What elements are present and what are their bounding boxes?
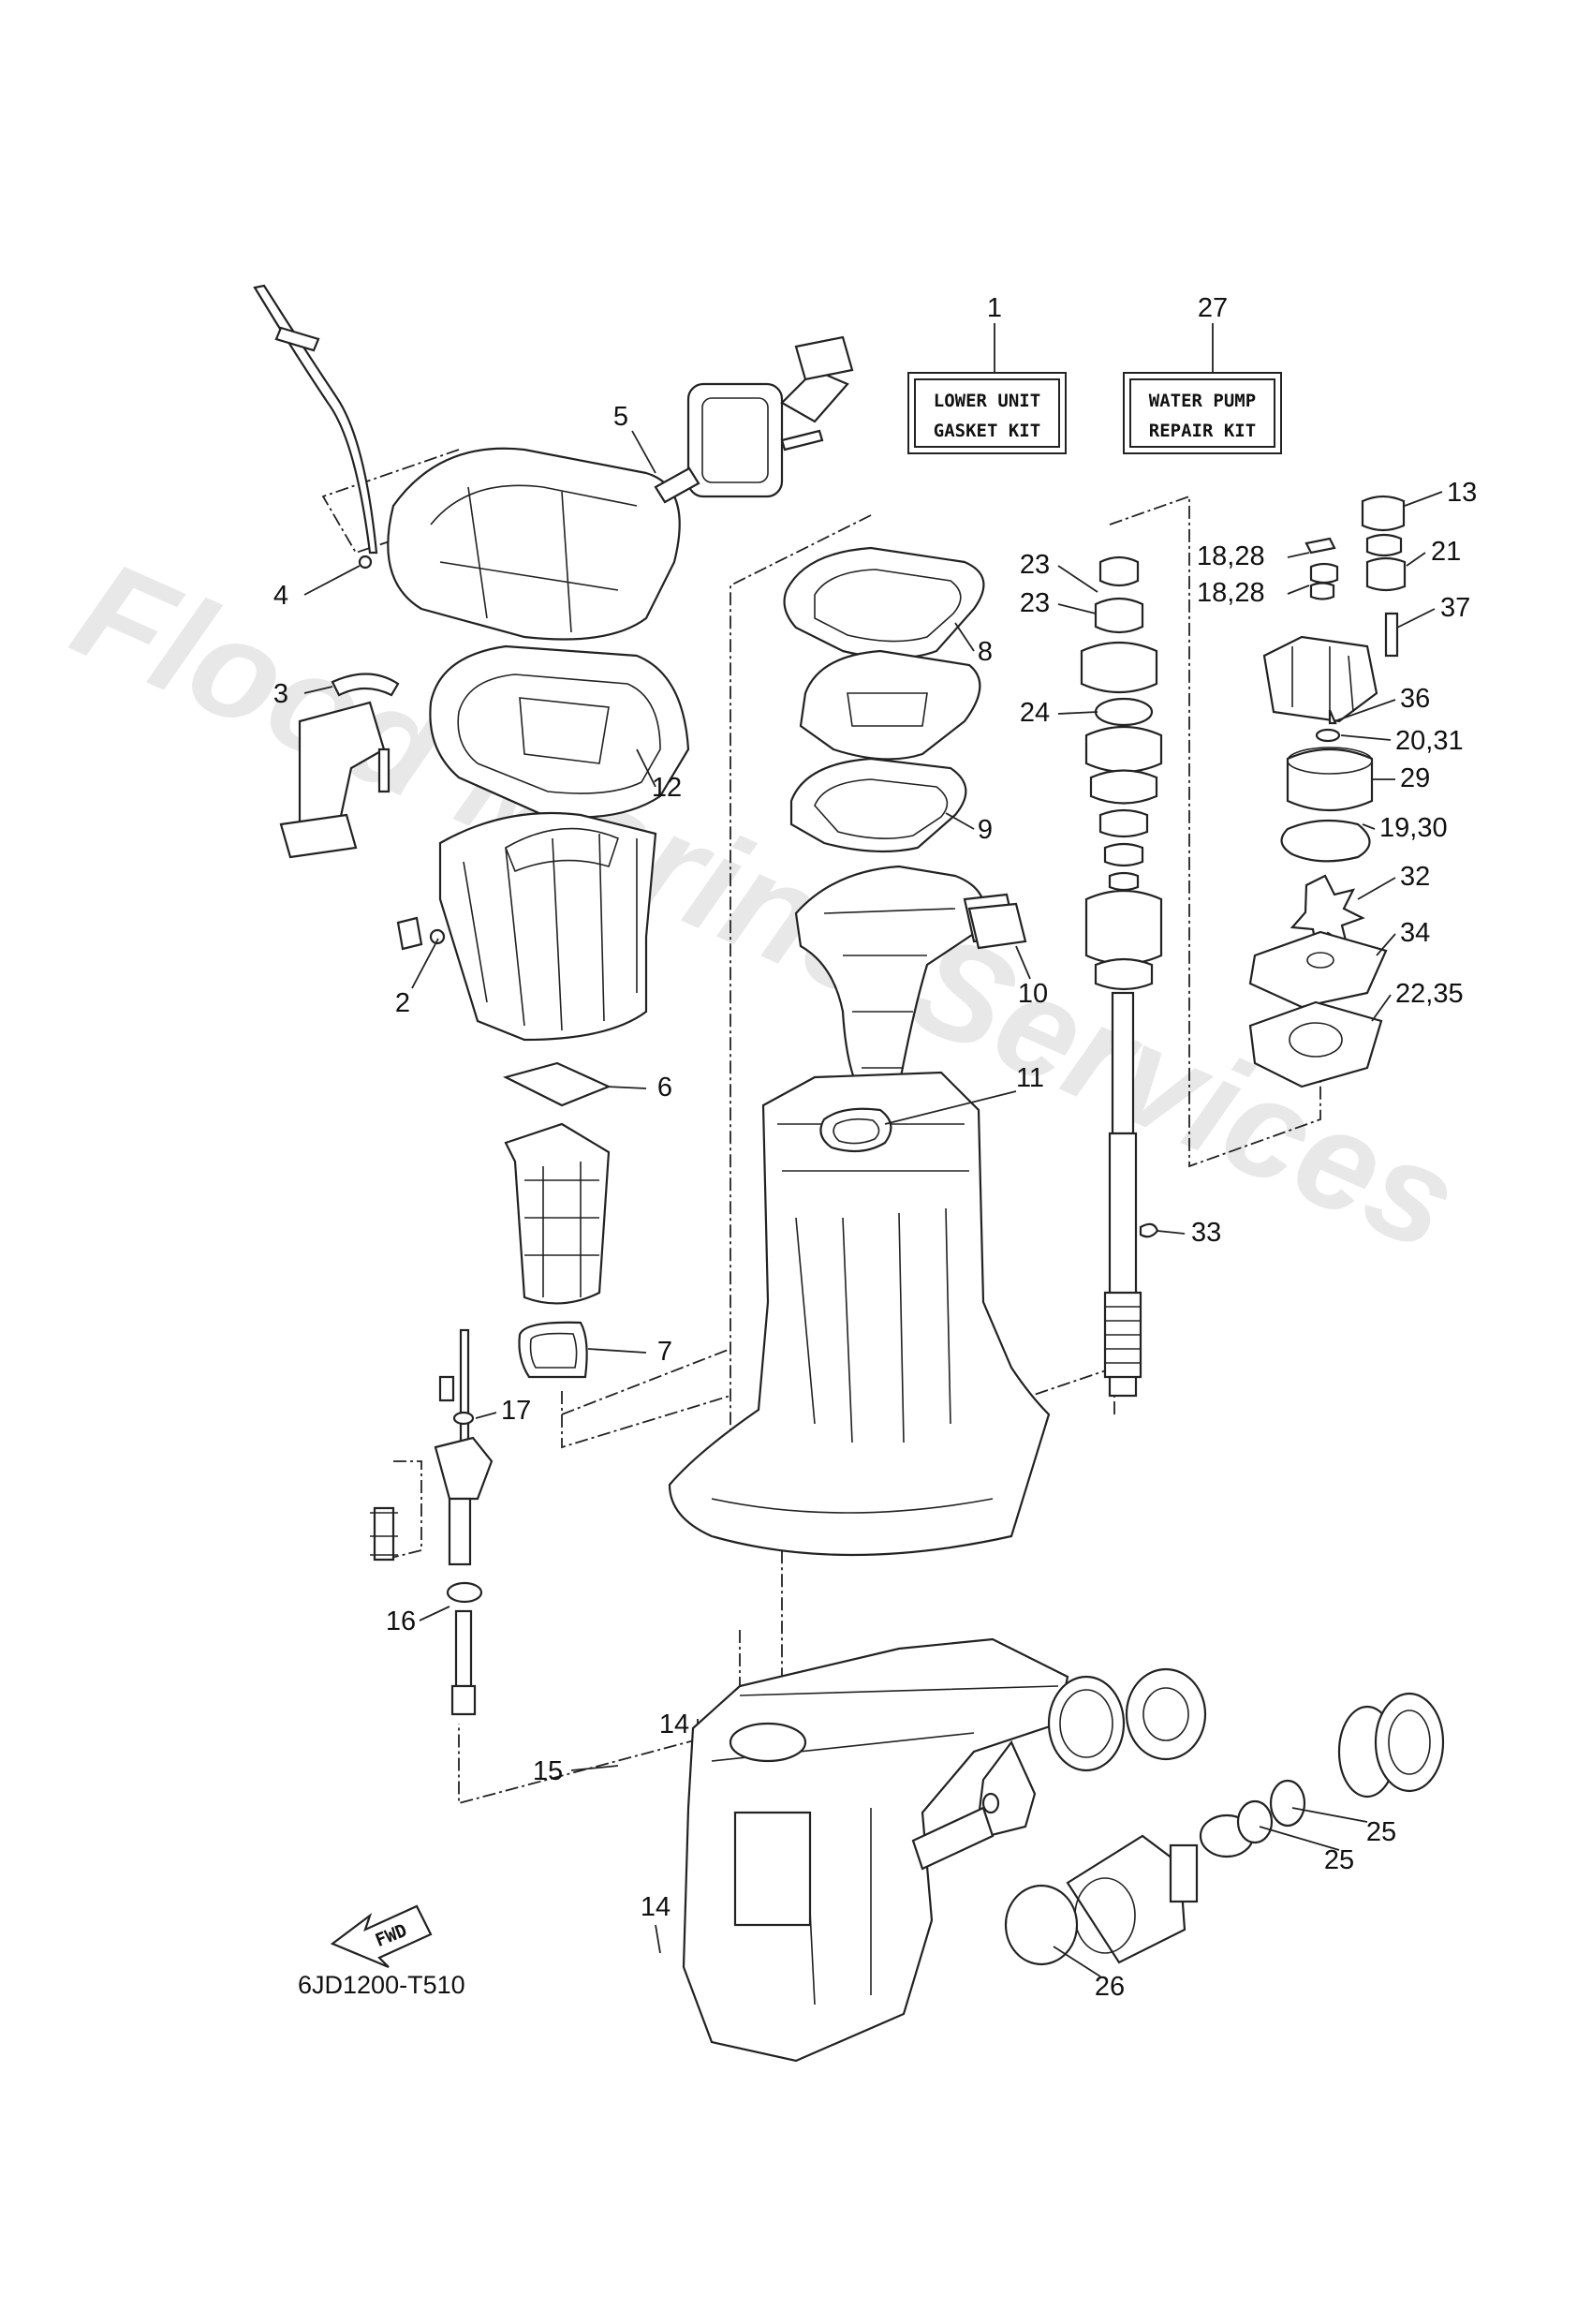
gaskets-8-9 (783, 546, 985, 853)
callout-leader (884, 1090, 1017, 1125)
callout-label: 23 (1020, 588, 1050, 618)
callout-leader (631, 430, 656, 474)
callout-label: 5 (613, 402, 628, 432)
lower-casing (682, 1637, 1069, 2063)
fwd-arrow-icon: FWD (330, 1904, 433, 1969)
callout-leader (1376, 933, 1396, 956)
small-parts-left (279, 555, 446, 951)
callout-leader (945, 812, 975, 830)
callout-label: 15 (533, 1756, 563, 1786)
kit-gasket-line2: GASKET KIT (934, 421, 1040, 441)
callout-leader (1287, 585, 1310, 595)
callout-leader (1334, 699, 1396, 722)
callout-leader (1357, 877, 1396, 900)
callout-leader (636, 748, 656, 788)
kit-pump-line1: WATER PUMP (1149, 391, 1256, 411)
water-pump-assembly (1248, 495, 1407, 1088)
callout-label: 29 (1400, 763, 1430, 793)
callout-label: 25 (1324, 1845, 1354, 1875)
assembly-frames (321, 449, 1321, 1805)
drive-housing (668, 902, 1051, 1557)
callout-leader (1053, 1946, 1101, 1977)
shift-rod-assembly (370, 1328, 494, 1716)
callout-label: 14 (641, 1892, 671, 1922)
callout-leader (1404, 491, 1443, 507)
callout-leader (587, 1348, 647, 1354)
callout-label: 25 (1366, 1817, 1396, 1847)
callout-label: 36 (1400, 684, 1430, 714)
callout-label: 2 (395, 988, 410, 1018)
kit-box-gasket: LOWER UNIT GASKET KIT 1 (907, 293, 1067, 454)
callouts: 2345678910111213141415161718,2818,2819,3… (273, 402, 1477, 2002)
callout-leader (1259, 1826, 1340, 1851)
callout-label: 33 (1191, 1218, 1221, 1248)
callout-label: 7 (657, 1337, 672, 1367)
callout-label: 14 (659, 1710, 689, 1739)
callout-label: 6 (657, 1073, 672, 1103)
callout-leader (1057, 565, 1098, 593)
callout-label: 11 (1016, 1063, 1044, 1093)
drive-shaft-stack (1080, 555, 1163, 1398)
callout-leader (411, 938, 439, 989)
callout-label: 23 (1020, 550, 1050, 580)
callout-leader (1371, 994, 1392, 1022)
callout-label: 34 (1400, 918, 1430, 948)
callout-leader (475, 1412, 497, 1419)
upper-casing (438, 811, 657, 1379)
callout-label: 1 (987, 293, 1002, 323)
callout-leader (1406, 552, 1426, 567)
callout-leader (655, 1924, 661, 1954)
callout-label: 32 (1400, 862, 1430, 892)
kit-gasket-line1: LOWER UNIT (934, 391, 1040, 411)
callout-label: 21 (1431, 537, 1461, 567)
callout-label: 22,35 (1395, 979, 1464, 1009)
callout-label: 13 (1447, 478, 1477, 508)
callout-leader (1287, 552, 1310, 558)
callout-leader (954, 622, 975, 652)
callout-leader (1340, 734, 1392, 741)
callout-leader (419, 1606, 450, 1621)
kit-box-water-pump: WATER PUMP REPAIR KIT 27 (1123, 293, 1282, 454)
callout-leader (303, 686, 333, 694)
callout-label: 26 (1095, 1972, 1125, 2002)
callout-label: 3 (273, 679, 288, 709)
callout-label: 24 (1020, 698, 1050, 728)
callout-label: 27 (1198, 293, 1228, 323)
callout-leader (1057, 603, 1097, 614)
callout-label: 17 (501, 1396, 531, 1426)
exhaust-guide-assembly (253, 284, 854, 641)
callout-leader (1362, 823, 1376, 830)
callout-leader (1015, 945, 1031, 980)
diagram-code: 6JD1200-T510 (298, 1971, 465, 1999)
gear-and-bearings (911, 1667, 1445, 1966)
callout-leader (1057, 711, 1098, 715)
callout-leader (303, 565, 361, 596)
callout-label: 4 (273, 581, 288, 611)
kit-pump-line2: REPAIR KIT (1149, 421, 1256, 441)
callout-label: 8 (978, 637, 993, 667)
callout-label: 12 (652, 773, 682, 803)
callout-label: 19,30 (1379, 813, 1448, 843)
callout-label: 18,28 (1197, 578, 1265, 608)
callout-label: 20,31 (1395, 726, 1464, 756)
callout-label: 10 (1018, 979, 1048, 1009)
callout-label: 16 (386, 1606, 416, 1636)
callout-label: 37 (1440, 593, 1470, 623)
callout-label: 9 (978, 815, 993, 845)
callout-leader (570, 1765, 619, 1771)
callout-leader (1157, 1230, 1186, 1235)
callout-leader (1291, 1807, 1368, 1823)
gasket-12 (429, 644, 690, 819)
callout-leader (606, 1086, 647, 1089)
callout-leader (1396, 608, 1436, 629)
callout-label: 18,28 (1197, 541, 1265, 571)
